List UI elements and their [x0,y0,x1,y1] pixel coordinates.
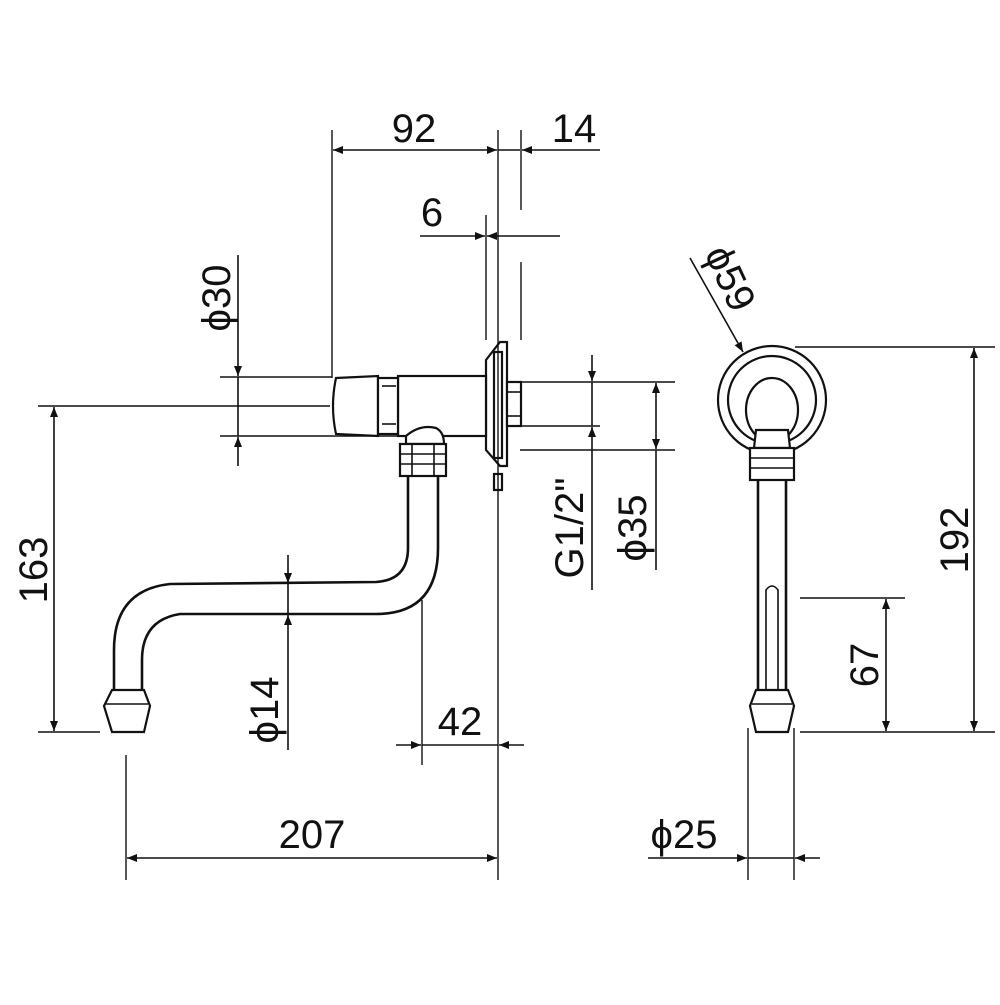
label-phi25: ϕ25 [651,813,718,857]
spout-aerator [102,688,152,734]
spout-pipe [112,476,410,690]
label-g12: G1/2" [548,478,592,579]
label-207: 207 [279,813,346,857]
front-view [716,344,828,734]
label-6: 6 [421,191,443,235]
label-92: 92 [392,107,437,151]
label-67: 67 [843,643,887,688]
label-phi14: ϕ14 [243,677,287,744]
label-phi30: ϕ30 [195,265,239,332]
outlet-nut [398,442,448,478]
wall-connector [505,380,523,428]
push-button [331,374,380,438]
front-neck [752,428,792,450]
valve-body [396,374,488,438]
extension-lines [38,130,995,880]
spout-pipe-inner [140,476,440,690]
label-42: 42 [438,700,483,744]
button-collar [376,376,400,436]
outlet-elbow [404,425,446,446]
label-phi35: ϕ35 [611,495,655,562]
label-phi59: ϕ59 [696,239,764,318]
dimension-lines [50,146,978,862]
front-nut [748,446,796,482]
dimension-labels: 92 14 6 ϕ30 163 G1/2" ϕ35 ϕ59 192 67 ϕ14… [12,107,977,857]
label-163: 163 [12,537,56,604]
front-aerator [748,688,796,734]
label-14: 14 [552,107,597,151]
side-view [102,340,523,734]
label-192: 192 [933,507,977,574]
dim-line-phi59 [689,257,744,353]
